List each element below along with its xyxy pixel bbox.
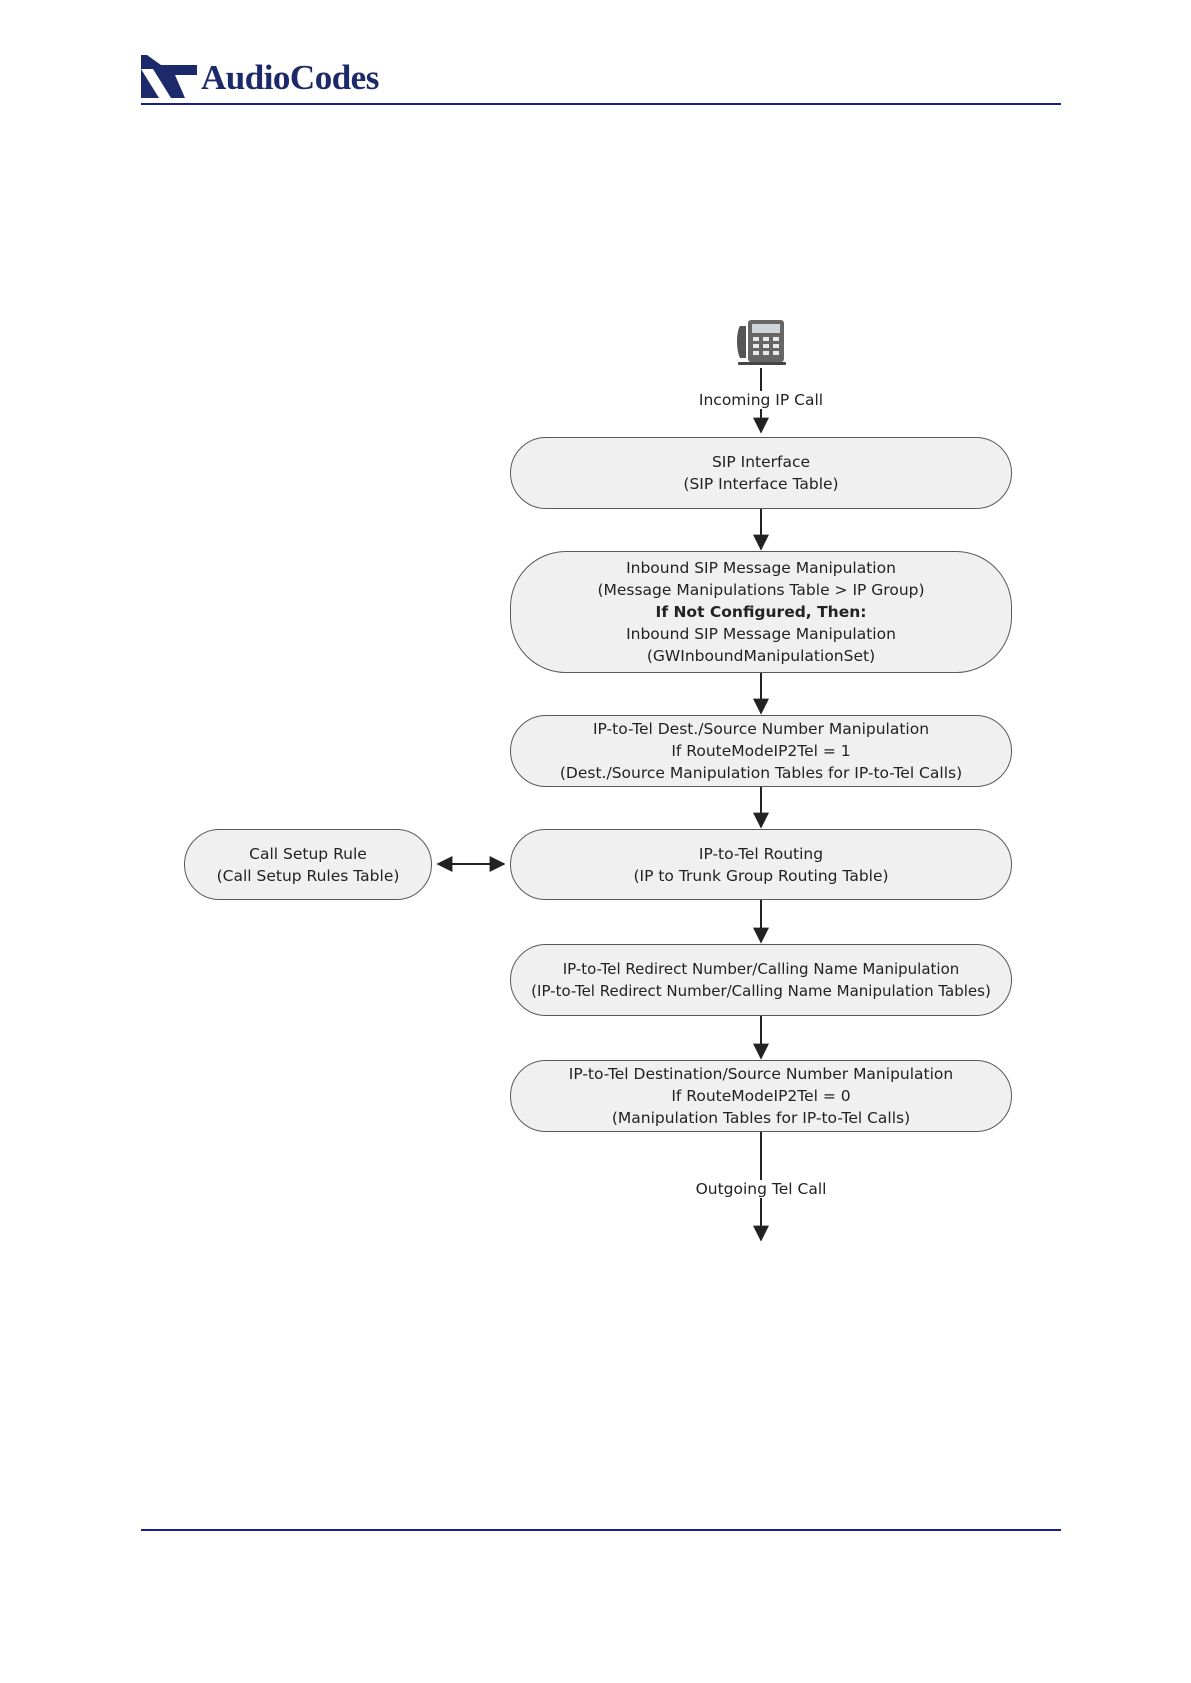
logo-wordmark: AudioCodes <box>201 58 379 97</box>
routing-subtitle: (IP to Trunk Group Routing Table) <box>633 866 889 885</box>
manip0-tables: (Manipulation Tables for IP-to-Tel Calls… <box>611 1109 911 1127</box>
inbound-manip-line5: (GWInboundManipulationSet) <box>646 647 876 665</box>
redirect-manip-tables: (IP-to-Tel Redirect Number/Calling Name … <box>531 982 991 1000</box>
call-setup-rule-node: Call Setup Rule (Call Setup Rules Table) <box>184 829 432 900</box>
sip-interface-subtitle: (SIP Interface Table) <box>683 475 839 493</box>
audiocodes-logo-icon <box>141 55 197 98</box>
redirect-calling-name-manipulation-node: IP-to-Tel Redirect Number/Calling Name M… <box>510 944 1012 1016</box>
desk-phone-icon <box>737 320 786 365</box>
sip-interface-node: SIP Interface (SIP Interface Table) <box>510 437 1012 509</box>
manip1-tables: (Dest./Source Manipulation Tables for IP… <box>559 764 963 782</box>
inbound-manip-line1: Inbound SIP Message Manipulation <box>626 559 896 577</box>
incoming-ip-call-label: Incoming IP Call <box>695 391 827 409</box>
inbound-manip-fallback-heading: If Not Configured, Then: <box>655 603 867 621</box>
inbound-manip-line2: (Message Manipulations Table > IP Group) <box>597 581 925 599</box>
manip1-condition: If RouteModeIP2Tel = 1 <box>671 742 851 760</box>
routing-title: IP-to-Tel Routing <box>698 844 824 863</box>
outgoing-tel-call-label: Outgoing Tel Call <box>692 1180 830 1198</box>
manip0-condition: If RouteModeIP2Tel = 0 <box>671 1087 851 1105</box>
inbound-manip-line4: Inbound SIP Message Manipulation <box>626 625 896 643</box>
call-setup-rule-title: Call Setup Rule <box>249 844 367 863</box>
manip0-title: IP-to-Tel Destination/Source Number Mani… <box>568 1065 954 1083</box>
header-rule <box>141 103 1061 105</box>
manip1-title: IP-to-Tel Dest./Source Number Manipulati… <box>592 720 930 738</box>
call-setup-rule-subtitle: (Call Setup Rules Table) <box>216 866 400 885</box>
dest-source-manipulation-ip2tel-1-node: IP-to-Tel Dest./Source Number Manipulati… <box>510 715 1012 787</box>
ip-to-tel-routing-node: IP-to-Tel Routing (IP to Trunk Group Rou… <box>510 829 1012 900</box>
footer-rule <box>141 1529 1061 1531</box>
dest-source-manipulation-ip2tel-0-node: IP-to-Tel Destination/Source Number Mani… <box>510 1060 1012 1132</box>
sip-interface-title: SIP Interface <box>711 453 811 471</box>
redirect-manip-title: IP-to-Tel Redirect Number/Calling Name M… <box>562 960 960 978</box>
inbound-sip-manipulation-node: Inbound SIP Message Manipulation (Messag… <box>510 551 1012 673</box>
